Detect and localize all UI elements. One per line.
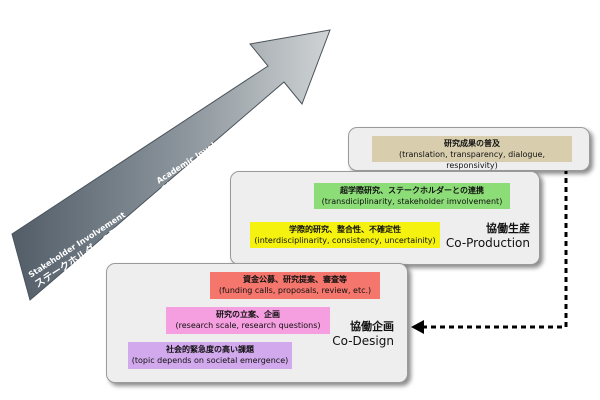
co-design-title-ja: 協働企画 [350,320,394,333]
co-production-box-interdisciplinary-en: (interdisciplinarity, consistency, uncer… [254,236,436,245]
co-production-box-transdisciplinary-ja: 超学際研究、ステークホルダーとの連携 [340,186,484,195]
co-design-box-urgency-ja: 社会的緊急度の高い課題 [166,345,254,354]
dissemination-box-en: (translation, transparency, dialogue, re… [398,150,546,170]
feedback-arrowhead [411,320,424,334]
co-design-box-planning: 研究の立案、企画 (research scale, research quest… [166,307,330,334]
co-design-box-urgency-en: (topic depends on societal emergence) [131,356,289,365]
co-design-box-planning-en: (research scale, research questions) [175,321,321,330]
co-production-title-en: Co-Production [445,236,530,250]
co-production-box-transdisciplinary: 超学際研究、ステークホルダーとの連携 (transdiciplinarity, … [314,183,510,209]
co-production-box-transdisciplinary-en: (transdiciplinarity, stakeholder imvolve… [321,197,503,206]
arrow-shape [11,29,331,301]
co-production-box-interdisciplinary-ja: 学際的研究、整合性、不確定性 [289,225,401,234]
co-production-box-interdisciplinary: 学際的研究、整合性、不確定性 (interdisciplinarity, con… [250,222,440,248]
co-production-title-ja: 協働生産 [486,222,530,235]
co-design-box-planning-ja: 研究の立案、企画 [216,310,280,319]
co-production-title: 協働生産 Co-Production [440,222,530,250]
co-design-box-urgency: 社会的緊急度の高い課題 (topic depends on societal e… [128,342,292,369]
co-design-box-funding-ja: 資金公募、研究提案、審査等 [243,275,347,284]
dissemination-box-ja: 研究成果の普及 [444,139,500,148]
co-design-title: 協働企画 Co-Design [310,320,394,348]
co-design-box-funding-en: (funding calls, proposals, review, etc.) [218,286,372,295]
feedback-dotted-arrow [422,169,568,329]
dissemination-box: 研究成果の普及 (translation, transparency, dial… [372,136,572,170]
co-design-title-en: Co-Design [332,334,394,348]
co-design-box-funding: 資金公募、研究提案、審査等 (funding calls, proposals,… [210,272,380,299]
